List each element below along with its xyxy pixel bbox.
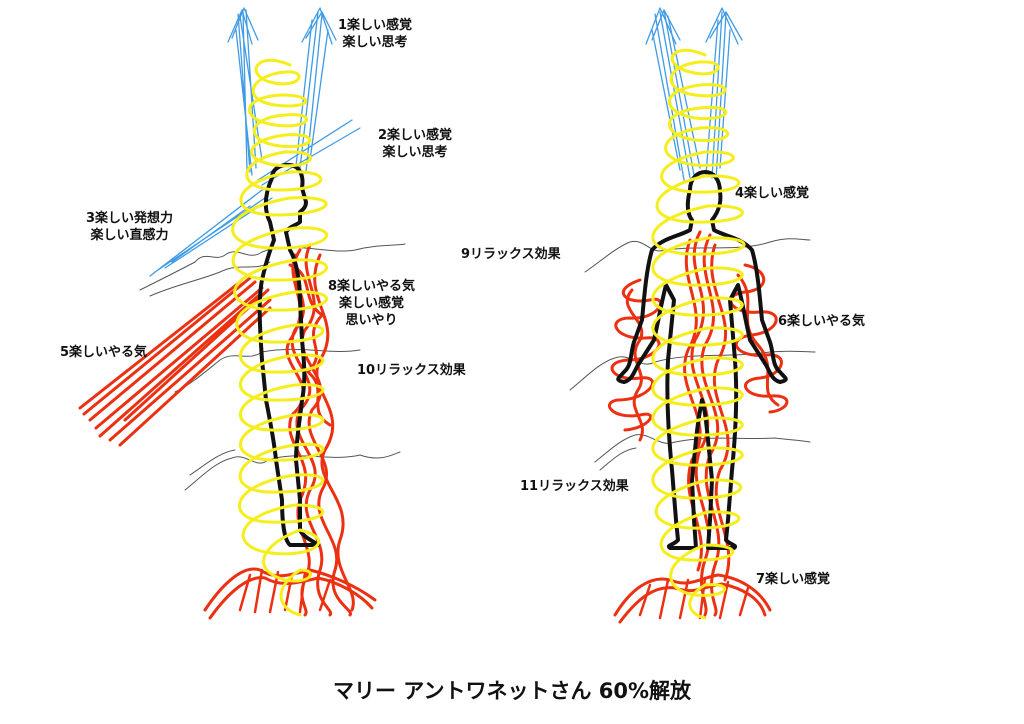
right-figure [569, 7, 816, 624]
label-8: 8楽しいやる気 楽しい感覚 思いやり [328, 279, 416, 328]
right-spiral [651, 48, 746, 620]
label-10: 10リラックス効果 [357, 363, 466, 378]
right-relax-waves [569, 238, 816, 471]
left-figure [78, 7, 406, 620]
label-11: 11リラックス効果 [520, 479, 629, 494]
left-energy-scribbles [78, 243, 377, 620]
label-4: 4楽しい感覚 [735, 186, 810, 201]
label-7: 7楽しい感覚 [756, 572, 831, 587]
label-9: 9リラックス効果 [461, 247, 561, 262]
left-upward-arrows [149, 7, 361, 277]
left-spiral [231, 58, 329, 617]
caption: マリー アントワネットさん 60%解放 [332, 679, 692, 703]
right-body-outline [616, 170, 788, 550]
left-body-outline [257, 162, 320, 547]
label-2: 2楽しい感覚 楽しい思考 [378, 128, 453, 160]
label-6: 6楽しいやる気 [778, 314, 866, 329]
label-3: 3楽しい発想力 楽しい直感力 [86, 211, 174, 243]
label-1: 1楽しい感覚 楽しい思考 [338, 18, 413, 50]
label-5: 5楽しいやる気 [60, 345, 148, 360]
